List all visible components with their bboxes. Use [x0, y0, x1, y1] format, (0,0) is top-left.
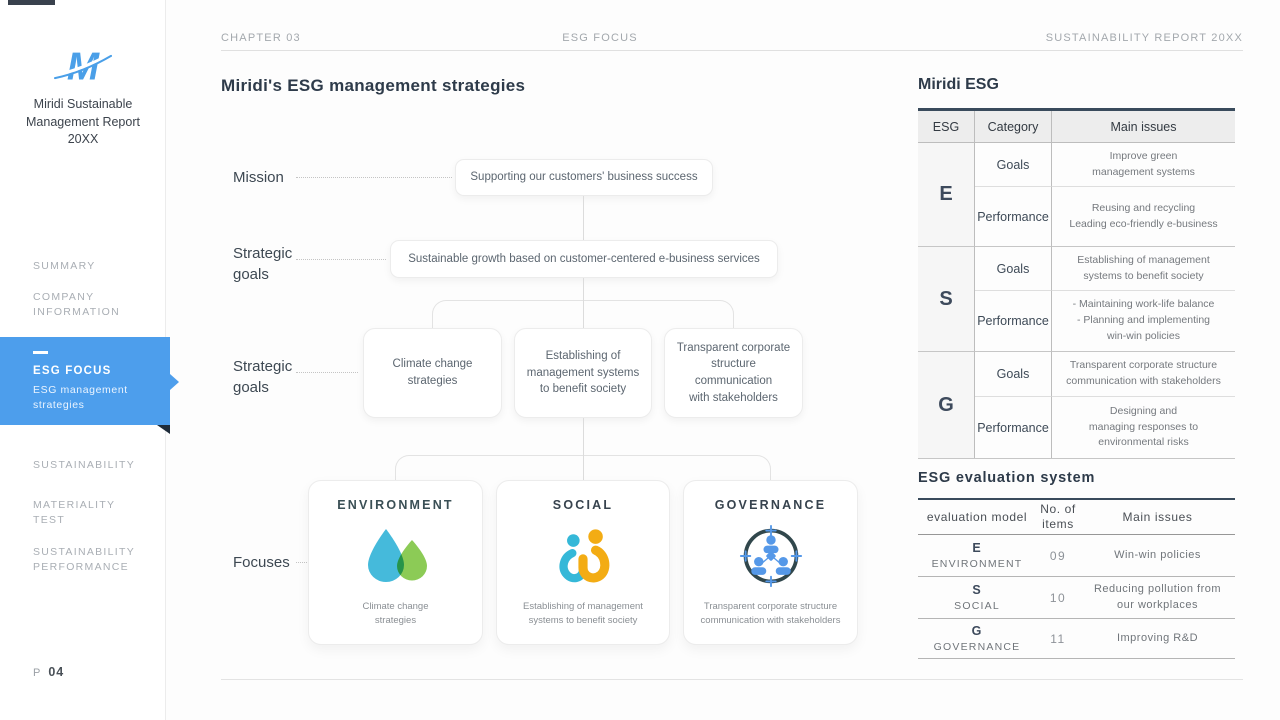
- focus-card-environment: ENVIRONMENT Climate change strategies: [308, 480, 483, 645]
- evaluation-table-title: ESG evaluation system: [918, 470, 1096, 486]
- report-title: Miridi Sustainable Management Report 20X…: [26, 97, 140, 146]
- footer-divider: [221, 679, 1243, 680]
- model-name: SOCIAL: [954, 599, 1000, 612]
- header-report-name: SUSTAINABILITY REPORT 20XX: [1045, 32, 1243, 44]
- esg-letter-g: G: [918, 352, 975, 458]
- page-number: P 04: [33, 665, 64, 679]
- esg-table-title: Miridi ESG: [918, 76, 999, 93]
- header-divider: [221, 50, 1243, 51]
- water-drops-icon: [360, 512, 432, 600]
- dotted-connector: [296, 372, 358, 373]
- strategy-box-environment: Climate change strategies: [363, 328, 502, 418]
- model-name: ENVIRONMENT: [931, 557, 1023, 570]
- people-icon: [552, 512, 614, 600]
- card-title: GOVERNANCE: [714, 498, 827, 512]
- category-cell: Goals: [975, 352, 1052, 397]
- focus-card-governance: GOVERNANCE T: [683, 480, 858, 645]
- header-chapter: CHAPTER 03: [221, 32, 301, 44]
- issues-cell: Win-win policies: [1080, 535, 1235, 577]
- issues-cell: Establishing of management systems to be…: [1052, 247, 1235, 291]
- card-caption: Climate change strategies: [362, 600, 429, 627]
- col-header-main-issues: Main issues: [1080, 500, 1235, 535]
- model-letter: S: [972, 582, 982, 597]
- issues-cell: Reducing pollution from our workplaces: [1080, 577, 1235, 619]
- active-item-fold-corner: [157, 425, 170, 434]
- sidebar-item-materiality-test[interactable]: MATERIALITY TEST: [33, 499, 116, 526]
- items-count-cell: 11: [1036, 619, 1080, 659]
- category-cell: Performance: [975, 291, 1052, 352]
- col-header-evaluation-model: evaluation model: [918, 500, 1036, 535]
- model-cell-governance: G GOVERNANCE: [918, 619, 1036, 659]
- esg-table: ESG Category Main issues E Goals Improve…: [918, 108, 1235, 459]
- sidebar-item-label: ESG FOCUS: [33, 365, 112, 377]
- connector-line: [583, 418, 584, 480]
- strategic-goals-label-2: Strategic goals: [233, 358, 293, 396]
- items-count-cell: 09: [1036, 535, 1080, 577]
- model-name: GOVERNANCE: [933, 640, 1021, 653]
- dotted-connector: [296, 562, 307, 563]
- active-item-dash: [33, 351, 48, 354]
- sidebar-item-summary[interactable]: SUMMARY: [33, 260, 96, 272]
- col-header-main-issues: Main issues: [1052, 111, 1235, 143]
- issues-cell: Designing and managing responses to envi…: [1088, 404, 1199, 449]
- focus-card-social: SOCIAL Establishing of management system…: [496, 480, 670, 645]
- focuses-label: Focuses: [233, 554, 290, 571]
- governance-network-icon: [739, 512, 803, 600]
- evaluation-table: evaluation model No. of items Main issue…: [918, 498, 1235, 659]
- category-cell: Goals: [975, 247, 1052, 291]
- sidebar-item-esg-focus[interactable]: ESG FOCUS ESG management strategies: [0, 337, 179, 434]
- active-item-arrow-icon: [170, 374, 179, 390]
- strategic-goals-label-1: Strategic goals: [233, 245, 293, 283]
- page-prefix: P: [33, 667, 41, 679]
- issues-cell: - Maintaining work-life balance - Planni…: [1052, 291, 1235, 352]
- card-title: SOCIAL: [552, 498, 614, 512]
- model-letter: G: [971, 623, 983, 638]
- model-letter: E: [972, 540, 982, 555]
- sidebar-item-company-information[interactable]: COMPANY INFORMATION: [33, 291, 121, 318]
- sidebar-item-sustainability[interactable]: SUSTAINABILITY: [33, 459, 136, 471]
- connector-line: [583, 196, 584, 240]
- items-count-cell: 10: [1036, 577, 1080, 619]
- card-title: ENVIRONMENT: [337, 498, 454, 512]
- col-header-category: Category: [975, 111, 1052, 143]
- header-section: ESG FOCUS: [562, 32, 638, 44]
- esg-letter-e: E: [918, 143, 975, 247]
- model-cell-social: S SOCIAL: [918, 577, 1036, 619]
- strategy-box-social: Establishing of management systems to be…: [514, 328, 652, 418]
- page-number-value: 04: [48, 665, 65, 679]
- mission-label: Mission: [233, 169, 284, 186]
- category-cell: Performance: [975, 397, 1052, 458]
- category-cell: Goals: [975, 143, 1052, 187]
- strategy-box-governance: Transparent corporate structure communic…: [664, 328, 803, 418]
- sidebar: M Miridi Sustainable Management Report 2…: [0, 0, 179, 720]
- dotted-connector: [296, 177, 452, 178]
- esg-letter-s: S: [918, 247, 975, 352]
- dotted-connector: [296, 259, 386, 260]
- card-caption: Transparent corporate structure communic…: [700, 600, 841, 627]
- col-header-no-of-items: No. of items: [1036, 500, 1080, 535]
- issues-cell: Improving R&D: [1080, 619, 1235, 659]
- category-cell: Performance: [975, 187, 1052, 247]
- mission-box: Supporting our customers' business succe…: [455, 159, 713, 196]
- sidebar-item-sustainability-performance[interactable]: SUSTAINABILITY PERFORMANCE: [33, 546, 136, 573]
- model-cell-environment: E ENVIRONMENT: [918, 535, 1036, 577]
- top-accent-bar: [8, 0, 55, 5]
- issues-cell: Transparent corporate structure communic…: [1052, 352, 1235, 397]
- sidebar-item-sublabel: ESG management strategies: [33, 384, 128, 412]
- page-title: Miridi's ESG management strategies: [221, 76, 526, 95]
- strategic-goal-box: Sustainable growth based on customer-cen…: [390, 240, 778, 278]
- card-caption: Establishing of management systems to be…: [523, 600, 643, 627]
- connector-line: [583, 278, 584, 328]
- issues-cell: Reusing and recycling Leading eco-friend…: [1052, 187, 1235, 247]
- issues-cell: Improve green management systems: [1052, 143, 1235, 187]
- col-header-esg: ESG: [918, 111, 975, 143]
- miridi-logo-icon: M: [53, 46, 113, 89]
